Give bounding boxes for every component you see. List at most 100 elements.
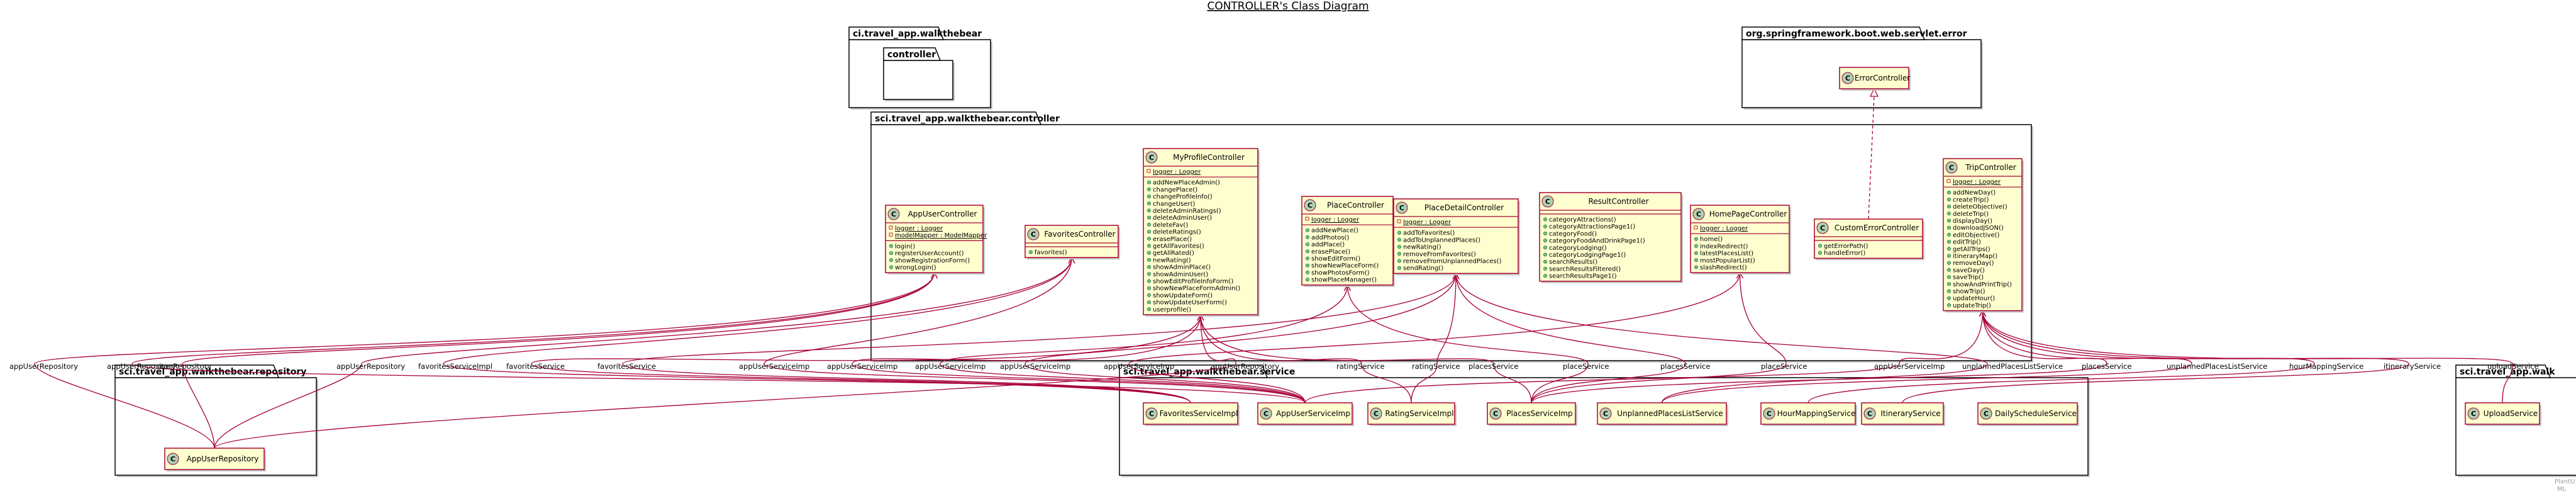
association-edge bbox=[1982, 310, 2513, 403]
edge-label: unplannedPlacesListService bbox=[1962, 362, 2063, 371]
class-method: changeUser() bbox=[1153, 201, 1195, 208]
class-method: showRegistrationForm() bbox=[895, 257, 970, 264]
class-method: deleteAdminUser() bbox=[1153, 215, 1212, 222]
edge-label: userRepository bbox=[157, 362, 211, 371]
class-method: showPhotosForm() bbox=[1311, 269, 1370, 276]
edge-label: appUserServiceImp bbox=[1000, 362, 1070, 371]
class-stereotype-icon bbox=[1145, 151, 1158, 164]
class-method: addNewPlaceAdmin() bbox=[1153, 179, 1220, 186]
diagram-title: CONTROLLER's Class Diagram bbox=[1207, 0, 1368, 13]
class-method: updateHour() bbox=[1953, 295, 1995, 302]
edge-label: unplannedPlacesListService bbox=[2167, 362, 2267, 371]
class-method: showEditProfileInfoForm() bbox=[1153, 278, 1233, 285]
svg-text:C: C bbox=[1845, 74, 1850, 82]
class-method: deleteObjective() bbox=[1953, 204, 2007, 211]
package-name: org.springframework.boot.web.servlet.err… bbox=[1746, 29, 1967, 39]
class-field: logger : Logger bbox=[1403, 219, 1452, 226]
class-stereotype-icon bbox=[167, 453, 179, 465]
class-name: AppUserServiceImp bbox=[1276, 409, 1350, 418]
class-name: PlaceController bbox=[1327, 201, 1384, 210]
class-method: deleteTrip() bbox=[1953, 211, 1989, 218]
svg-text:C: C bbox=[891, 210, 896, 218]
association-edge bbox=[1455, 273, 1988, 403]
class-method: showNewPlaceFormAdmin() bbox=[1153, 285, 1240, 292]
class-method: showAdminPlace() bbox=[1153, 264, 1211, 271]
class-name: DailyScheduleService bbox=[1995, 409, 2077, 418]
edge-label: appUserRepository bbox=[1211, 362, 1279, 371]
class-method: showEditForm() bbox=[1311, 256, 1360, 262]
class-method: displayDay() bbox=[1953, 218, 1992, 225]
edge-label: ratingService bbox=[1412, 362, 1460, 371]
class-method: searchResultsPage1() bbox=[1549, 273, 1617, 280]
association-edge bbox=[214, 257, 1072, 449]
class-method: categoryAttractionsPage1() bbox=[1549, 223, 1635, 230]
association-edge bbox=[622, 273, 1457, 403]
package-right: sci.travel_app.walk bbox=[2455, 364, 2576, 477]
class-field: logger : Logger bbox=[1311, 217, 1360, 223]
class-method: getErrorPath() bbox=[1824, 243, 1868, 250]
class-name: UploadService bbox=[2484, 409, 2538, 418]
association-edge bbox=[763, 257, 1306, 403]
class-error-controller[interactable]: C ErrorController bbox=[1839, 67, 1911, 91]
package-name: sci.travel_app.walkthebear.service bbox=[1123, 367, 1295, 377]
class-name: PlaceDetailController bbox=[1424, 203, 1504, 212]
class-method: categoryAttractions() bbox=[1549, 217, 1616, 223]
class-method: editTrip() bbox=[1953, 239, 1981, 246]
edge-label: appUserServiceImp bbox=[1104, 362, 1174, 371]
edge-label: itineraryService bbox=[2384, 362, 2441, 371]
class-app-user-service-imp[interactable]: C AppUserServiceImp bbox=[1257, 402, 1354, 426]
class-place-detail-controller[interactable]: C PlaceDetailController logger : Logger add… bbox=[1393, 198, 1520, 276]
class-name: HomePageController bbox=[1709, 210, 1787, 218]
class-method: handleError() bbox=[1824, 250, 1865, 257]
edge-label: appUserServiceImp bbox=[739, 362, 809, 371]
class-name: ErrorController bbox=[1855, 74, 1910, 82]
class-method: addNewDay() bbox=[1953, 189, 1996, 196]
svg-text:C: C bbox=[1399, 204, 1404, 212]
class-method: home() bbox=[1700, 236, 1723, 243]
edge-label: placesService bbox=[1468, 362, 1518, 371]
class-name: UnplannedPlacesListService bbox=[1617, 409, 1723, 418]
class-method: downloadJSON() bbox=[1953, 225, 2004, 232]
class-method: login() bbox=[895, 243, 915, 250]
class-method: latestPlacesList() bbox=[1700, 251, 1753, 257]
class-method: erasePlace() bbox=[1153, 236, 1192, 243]
class-method: showAndPrintTrip() bbox=[1953, 281, 2012, 288]
association-edge bbox=[1531, 273, 1787, 403]
edge-label: placeService bbox=[1563, 362, 1609, 371]
edge-label: hourMappingService bbox=[2289, 362, 2363, 371]
svg-text:C: C bbox=[1263, 410, 1269, 418]
association-edge bbox=[214, 314, 1236, 449]
class-method: userprofile() bbox=[1153, 307, 1191, 313]
association-edge bbox=[182, 273, 935, 449]
association-edge bbox=[1200, 314, 1532, 403]
class-method: editObjective() bbox=[1953, 232, 2000, 239]
class-method: mostPopularList() bbox=[1700, 257, 1755, 264]
class-method: addToUnplannedPlaces() bbox=[1403, 237, 1480, 244]
svg-text:C: C bbox=[1820, 224, 1825, 232]
package-name: controller bbox=[887, 50, 936, 60]
class-stereotype-icon bbox=[1396, 201, 1408, 214]
edge-label: uploadService bbox=[2487, 362, 2539, 371]
class-method: getAllTrips() bbox=[1953, 246, 1990, 253]
class-method: getAllRated() bbox=[1153, 250, 1194, 257]
package-ctrl-inner: controller bbox=[883, 47, 955, 101]
class-method: addNewPlace() bbox=[1311, 227, 1358, 234]
class-stereotype-icon bbox=[1541, 195, 1554, 208]
